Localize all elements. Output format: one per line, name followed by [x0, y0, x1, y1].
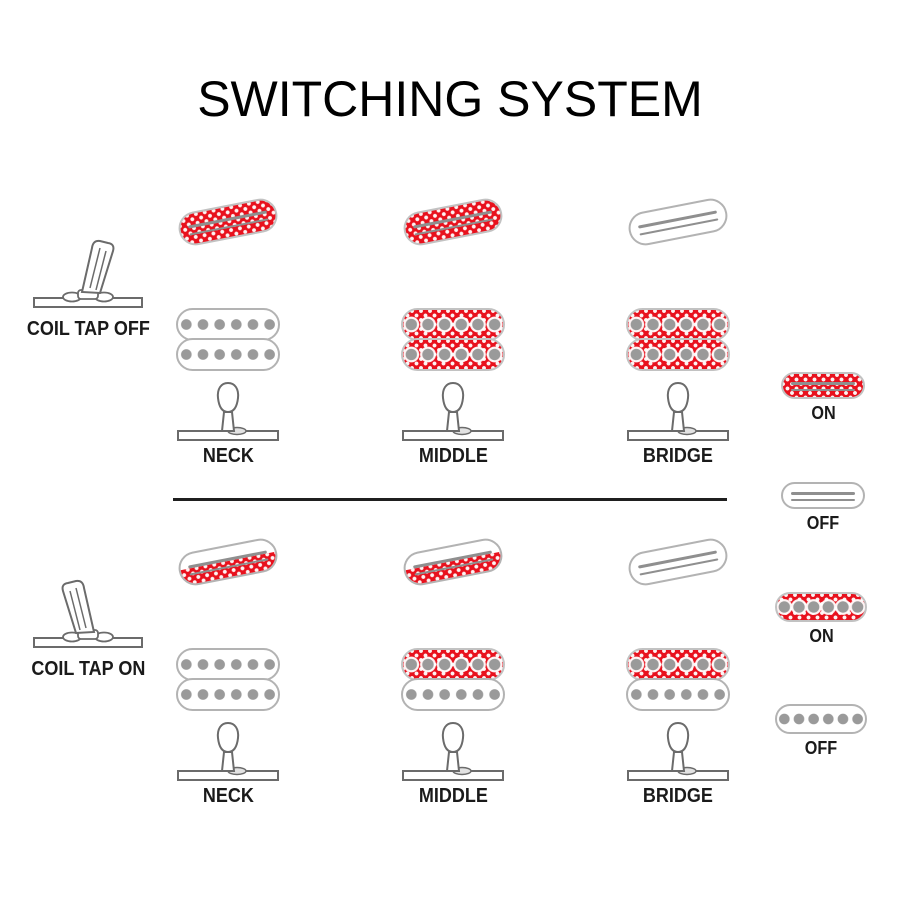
- position-label-middle: MIDDLE: [418, 445, 488, 467]
- humbucker-bottom-coil: [401, 338, 505, 371]
- humbucker-top-coil: [401, 648, 505, 681]
- pickup-rail-line: [414, 217, 494, 236]
- coil-pickup: [775, 704, 867, 734]
- legend-label-on: ON: [808, 626, 834, 646]
- pickup-rail-line: [791, 498, 855, 502]
- legend-label-on: ON: [810, 403, 836, 423]
- selector-lever-icon: [626, 721, 730, 785]
- position-label-neck: NECK: [202, 785, 254, 807]
- humbucker-top-coil: [626, 308, 730, 341]
- rail-pickup: [400, 195, 506, 249]
- toggle-switch-icon: [33, 239, 143, 308]
- position-label-bridge: BRIDGE: [642, 445, 714, 467]
- selector-lever-icon: [401, 381, 505, 445]
- humbucker-pickup: [176, 648, 280, 711]
- coil-tap-off-label: COIL TAP OFF: [26, 318, 150, 340]
- position-label-neck: NECK: [202, 445, 254, 467]
- cell-off-neck: NECK: [163, 195, 293, 471]
- rail-pickup: [175, 535, 281, 589]
- rail-pickup: [781, 372, 865, 399]
- page-title: SWITCHING SYSTEM: [197, 71, 703, 127]
- humbucker-pickup: [401, 308, 505, 371]
- pickup-rail-line: [791, 382, 855, 385]
- humbucker-bottom-coil: [626, 338, 730, 371]
- humbucker-pickup: [176, 308, 280, 371]
- rail-pickup: [781, 482, 865, 509]
- humbucker-top-coil: [626, 648, 730, 681]
- position-label-middle: MIDDLE: [418, 785, 488, 807]
- cell-off-middle: MIDDLE: [388, 195, 518, 471]
- coil-pickup: [775, 592, 867, 622]
- rail-pickup: [400, 535, 506, 589]
- selector-lever-icon: [176, 721, 280, 785]
- cell-on-bridge: BRIDGE: [613, 535, 743, 811]
- position-label-bridge: BRIDGE: [642, 785, 714, 807]
- pickup-rail-line: [414, 557, 494, 576]
- humbucker-bottom-coil: [176, 678, 280, 711]
- humbucker-pickup: [626, 308, 730, 371]
- row-divider: [173, 498, 727, 501]
- legend-rail-off: OFF: [768, 482, 878, 534]
- humbucker-bottom-coil: [626, 678, 730, 711]
- humbucker-top-coil: [401, 308, 505, 341]
- pickup-rail-line: [791, 388, 855, 392]
- humbucker-bottom-coil: [401, 678, 505, 711]
- coil-tap-on-label: COIL TAP ON: [30, 658, 146, 680]
- humbucker-top-coil: [176, 308, 280, 341]
- pickup-rail-line: [639, 557, 719, 576]
- rail-pickup: [625, 535, 731, 589]
- legend-coil-on: ON: [766, 592, 876, 647]
- coil-tap-on-switch: COIL TAP ON: [8, 574, 168, 686]
- selector-lever-icon: [401, 721, 505, 785]
- pickup-rail-line: [189, 217, 269, 236]
- pickup-rail-line: [791, 492, 855, 495]
- pickup-rail-line: [189, 557, 269, 576]
- cell-off-bridge: BRIDGE: [613, 195, 743, 471]
- selector-lever-icon: [626, 381, 730, 445]
- humbucker-pickup: [401, 648, 505, 711]
- cell-on-middle: MIDDLE: [388, 535, 518, 811]
- humbucker-top-coil: [176, 648, 280, 681]
- rail-pickup: [625, 195, 731, 249]
- rail-pickup: [175, 195, 281, 249]
- pickup-rail-line: [639, 217, 719, 236]
- humbucker-bottom-coil: [176, 338, 280, 371]
- legend-label-off: OFF: [806, 513, 840, 533]
- toggle-switch-icon: [33, 579, 143, 648]
- humbucker-pickup: [626, 648, 730, 711]
- legend-rail-on: ON: [768, 372, 878, 424]
- cell-on-neck: NECK: [163, 535, 293, 811]
- selector-lever-icon: [176, 381, 280, 445]
- legend-label-off: OFF: [804, 738, 838, 758]
- coil-tap-off-switch: COIL TAP OFF: [8, 234, 168, 346]
- legend-coil-off: OFF: [766, 704, 876, 759]
